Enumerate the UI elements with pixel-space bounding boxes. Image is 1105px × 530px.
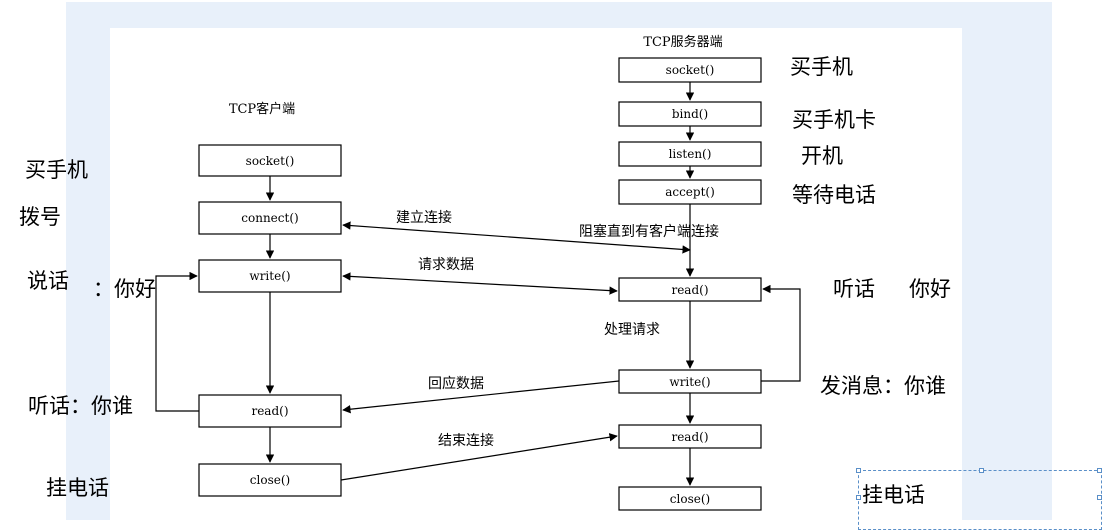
request-arrow [342,272,618,295]
note-buy-phone-left: 买手机 [25,158,88,182]
note-buy-phone-right: 买手机 [790,55,853,79]
note-hello: ：你好 [93,277,156,301]
resize-handle-tr[interactable] [1097,468,1102,473]
connect-arrow [342,221,691,254]
note-speak: 说话 [27,269,69,293]
server-close-box: close() [618,486,762,511]
server-bind-box: bind() [618,101,762,127]
client-close-label: close() [250,473,290,487]
note-hang-up-left: 挂电话 [46,476,109,500]
request-label: 请求数据 [418,257,474,273]
server-socket-box: socket() [618,57,762,83]
server-close-label: close() [670,492,710,506]
note-hello-right: 你好 [909,277,951,301]
reply-label: 回应数据 [428,375,484,392]
note-power-on: 开机 [801,144,843,168]
server-read-label: read() [671,283,708,297]
resize-handle-top[interactable] [979,468,984,473]
client-read-label: read() [251,404,288,418]
resize-handle-right[interactable] [1097,495,1102,500]
process-label: 处理请求 [604,322,660,338]
server-accept-label: accept() [665,185,715,199]
note-listen: 听话 [833,277,875,301]
client-write-box: write() [198,259,342,293]
client-socket-label: socket() [246,154,295,168]
server-listen-label: listen() [669,147,712,161]
client-read-box: read() [198,394,342,428]
reply-arrow [342,380,620,414]
server-title: TCP服务器端 [643,34,722,50]
server-listen-box: listen() [618,141,762,167]
server-write-box: write() [618,369,762,394]
server-accept-box: accept() [618,179,762,205]
server-read-box: read() [618,277,762,302]
resize-handle-tl[interactable] [856,468,861,473]
note-buy-sim: 买手机卡 [792,108,876,132]
note-listen-who: 听话：你谁 [28,394,133,418]
server-bind-label: bind() [672,107,708,121]
server-loop-arrow [761,284,801,382]
resize-handle-left[interactable] [856,495,861,500]
server-read2-label: read() [671,430,708,444]
note-wait-call: 等待电话 [792,183,876,207]
end-arrow [340,433,618,481]
client-title: TCP客户端 [229,101,295,117]
block-label: 阻塞直到有客户端连接 [579,223,719,240]
client-socket-box: socket() [198,144,342,177]
end-label: 结束连接 [438,432,494,449]
client-close-box: close() [198,463,342,497]
server-read2-box: read() [618,424,762,449]
client-loop-arrow [155,271,199,412]
client-connect-box: connect() [198,201,342,235]
server-socket-label: socket() [666,63,715,77]
connect-label: 建立连接 [396,209,452,226]
client-write-label: write() [249,269,290,283]
note-dial: 拨号 [19,205,61,229]
client-connect-label: connect() [241,211,298,225]
note-send-msg: 发消息：你谁 [820,374,946,398]
note-hang-up-right[interactable]: 挂电话 [862,483,925,507]
server-write-label: write() [669,375,710,389]
